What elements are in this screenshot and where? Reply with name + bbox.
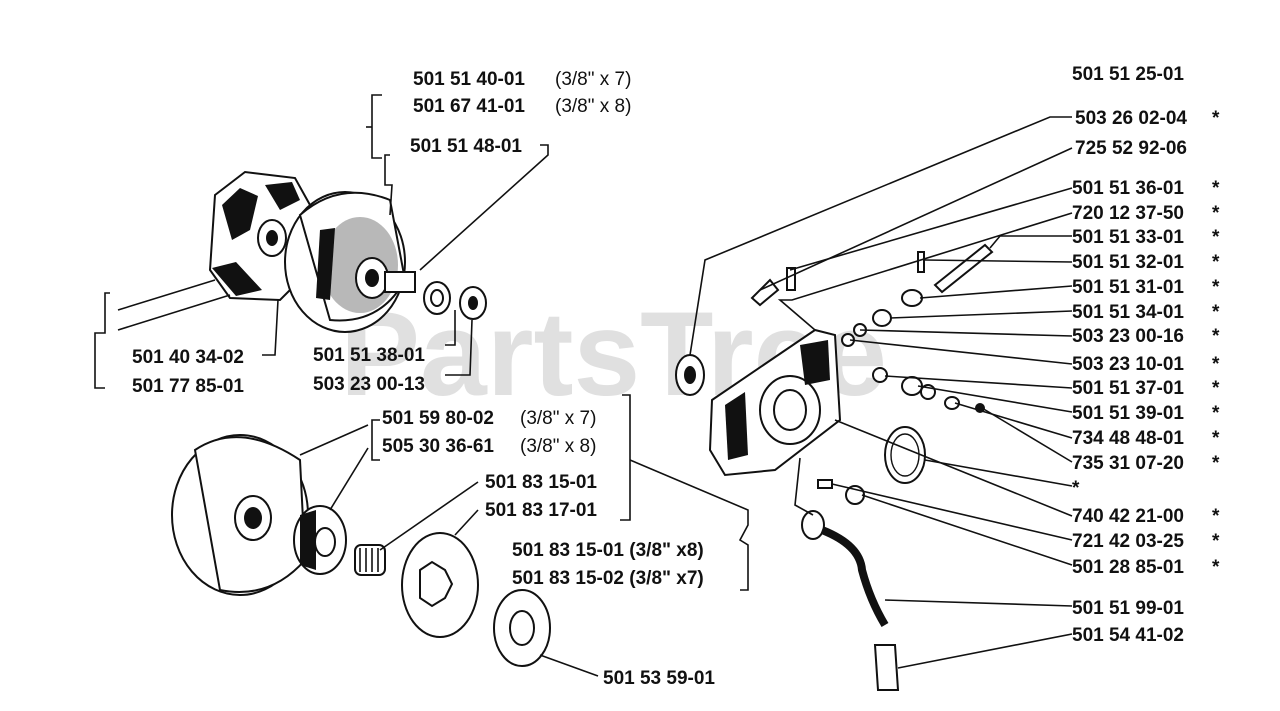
- part-label-501-83-15-02-3-8x7: 501 83 15-02 (3/8" x7): [512, 568, 704, 589]
- o-ring: [884, 426, 926, 484]
- right-labels: 501 51 25-01 503 26 02-04 * 725 52 92-06…: [1072, 64, 1220, 646]
- part-label-501-51-33-01: 501 51 33-01: [1072, 227, 1184, 248]
- oil-pump-housing: [708, 328, 842, 477]
- part-label-505-30-36-61: 505 30 36-61: [382, 436, 494, 457]
- asterisk-mark: *: [1212, 403, 1220, 424]
- part-label-501-51-34-01: 501 51 34-01: [1072, 302, 1184, 323]
- leader-lines: [94, 94, 1073, 677]
- asterisk-mark: *: [1212, 453, 1220, 474]
- asterisk-mark: *: [1212, 354, 1220, 375]
- part-label-501-53-59-01: 501 53 59-01: [603, 668, 715, 689]
- asterisk-mark: *: [1212, 178, 1220, 199]
- asterisk-mark: *: [1212, 428, 1220, 449]
- asterisk-mark: *: [1212, 203, 1220, 224]
- part-label-503-26-02-04: 503 26 02-04: [1075, 108, 1187, 129]
- part-label-501-77-85-01: 501 77 85-01: [132, 376, 244, 397]
- rim-sprocket: [293, 505, 347, 575]
- part-label-501-51-48-01: 501 51 48-01: [410, 136, 522, 157]
- part-label-501-67-41-01: 501 67 41-01: [413, 96, 525, 117]
- part-label-735-31-07-20: 735 31 07-20: [1072, 453, 1184, 474]
- pump-small-parts: [750, 243, 994, 505]
- part-label-501-54-41-02: 501 54 41-02: [1072, 625, 1184, 646]
- part-note-3-8x8-sprocket: (3/8" x 8): [520, 436, 596, 457]
- part-label-501-51-37-01: 501 51 37-01: [1072, 378, 1184, 399]
- part-label-503-23-00-13: 503 23 00-13: [313, 374, 425, 395]
- part-label-734-48-48-01: 734 48 48-01: [1072, 428, 1184, 449]
- part-label-501-83-15-01: 501 83 15-01: [485, 472, 597, 493]
- asterisk-mark: *: [1212, 302, 1220, 323]
- part-label-501-51-32-01: 501 51 32-01: [1072, 252, 1184, 273]
- asterisk-mark: *: [1212, 277, 1220, 298]
- left-labels: 501 51 40-01 (3/8" x 7) 501 67 41-01 (3/…: [132, 69, 715, 689]
- oil-seal: [675, 354, 705, 396]
- asterisk-mark: *: [1212, 252, 1220, 273]
- asterisk-mark-o-ring: *: [1072, 478, 1080, 499]
- part-label-501-51-38-01: 501 51 38-01: [313, 345, 425, 366]
- asterisk-mark: *: [1212, 506, 1220, 527]
- asterisk-mark: *: [1212, 378, 1220, 399]
- part-label-501-51-36-01: 501 51 36-01: [1072, 178, 1184, 199]
- part-label-501-83-15-01-3-8x8: 501 83 15-01 (3/8" x8): [512, 540, 704, 561]
- part-label-501-51-31-01: 501 51 31-01: [1072, 277, 1184, 298]
- part-label-501-51-39-01: 501 51 39-01: [1072, 403, 1184, 424]
- part-label-501-59-80-02: 501 59 80-02: [382, 408, 494, 429]
- bearing-washer: [384, 271, 487, 320]
- asterisk-mark: *: [1212, 326, 1220, 347]
- part-note-3-8x7: (3/8" x 7): [555, 69, 631, 90]
- part-label-501-83-17-01: 501 83 17-01: [485, 500, 597, 521]
- sprocket-drum: [171, 434, 309, 596]
- part-label-501-28-85-01: 501 28 85-01: [1072, 557, 1184, 578]
- spur-sprocket: [401, 532, 479, 638]
- part-label-503-23-00-16: 503 23 00-16: [1072, 326, 1184, 347]
- part-label-725-52-92-06: 725 52 92-06: [1075, 138, 1187, 159]
- part-label-501-51-99-01: 501 51 99-01: [1072, 598, 1184, 619]
- asterisk-mark: *: [1212, 557, 1220, 578]
- asterisk-mark: *: [1212, 108, 1220, 129]
- part-label-501-40-34-02: 501 40 34-02: [132, 347, 244, 368]
- asterisk-mark: *: [1212, 227, 1220, 248]
- clutch-drum: [284, 191, 407, 333]
- part-note-3-8x8: (3/8" x 8): [555, 96, 631, 117]
- part-label-503-23-10-01: 503 23 10-01: [1072, 354, 1184, 375]
- part-label-501-51-40-01: 501 51 40-01: [413, 69, 525, 90]
- needle-bearing: [354, 544, 386, 576]
- part-label-721-42-03-25: 721 42 03-25: [1072, 531, 1184, 552]
- washer: [493, 589, 551, 667]
- oil-hose: [801, 510, 900, 691]
- asterisk-mark: *: [1212, 531, 1220, 552]
- part-label-501-51-25-01: 501 51 25-01: [1072, 64, 1184, 85]
- part-label-720-12-37-50: 720 12 37-50: [1072, 203, 1184, 224]
- part-note-3-8x7-sprocket: (3/8" x 7): [520, 408, 596, 429]
- part-label-740-42-21-00: 740 42 21-00: [1072, 506, 1184, 527]
